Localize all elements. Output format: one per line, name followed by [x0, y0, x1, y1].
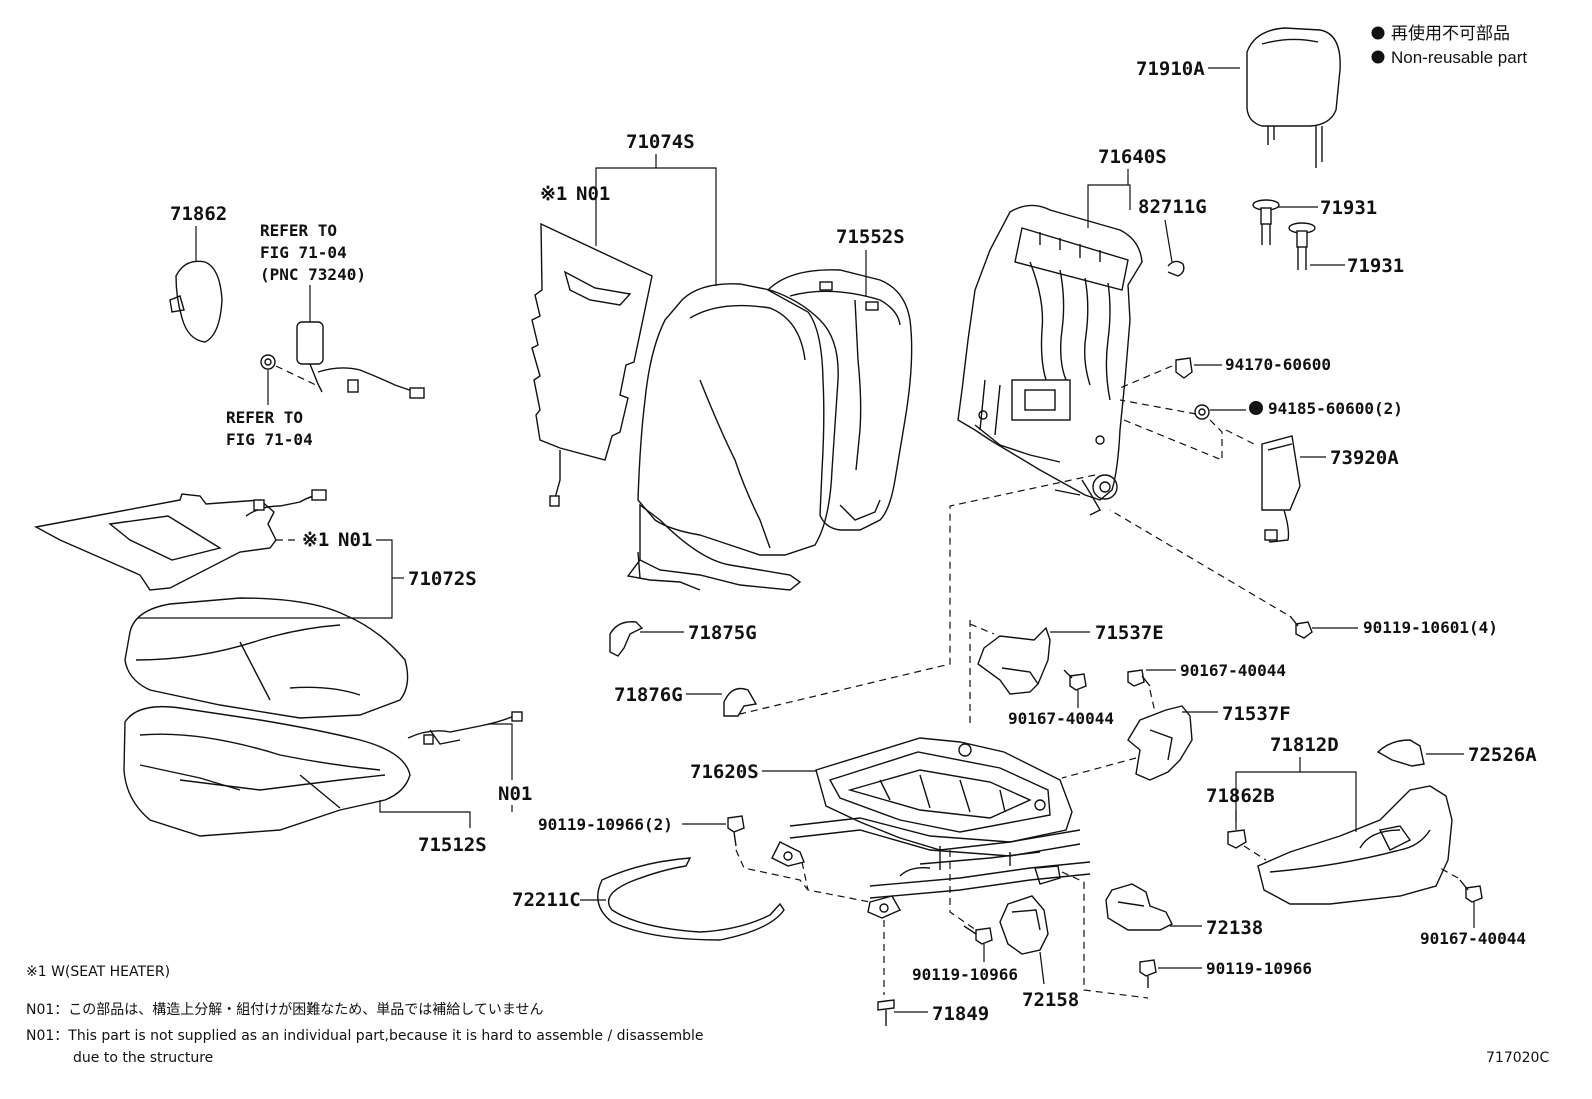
label-72138: 72138 [1206, 917, 1263, 939]
seatback-pad[interactable] [766, 269, 913, 531]
refer-belt-1: REFER TO [260, 221, 337, 240]
label-73920A: 73920A [1330, 447, 1399, 469]
label-71537E: 71537E [1095, 622, 1164, 644]
non-reusable-marker-icon [1371, 50, 1385, 64]
knob-72526A[interactable] [1376, 739, 1425, 767]
label-90167-a: 90167-40044 [1008, 709, 1114, 728]
cover-72158[interactable] [999, 895, 1049, 955]
label-N01-low: N01 [498, 783, 532, 805]
cushion-heater-harness[interactable] [407, 711, 523, 745]
refer-bolt-1: REFER TO [226, 408, 303, 427]
clip-71876G[interactable] [723, 687, 758, 717]
bolt-90119-10966-2[interactable] [727, 815, 745, 847]
clip-71875G[interactable] [609, 621, 644, 657]
label-90119-10966-d: 90119-10966 [1206, 959, 1312, 978]
screw-90167-a[interactable] [1063, 669, 1087, 691]
bolt-71849[interactable] [877, 999, 895, 1026]
label-71812D: 71812D [1270, 734, 1339, 756]
label-71620S: 71620S [690, 761, 759, 783]
bolt-90119-10601[interactable] [1289, 615, 1313, 639]
nut-94170[interactable] [1175, 357, 1193, 379]
label-N01-mid: N01 [338, 529, 372, 551]
figure-id: 717020C [1486, 1050, 1549, 1066]
label-71931-lower: 71931 [1347, 255, 1404, 277]
mark1-mid: ※1 [302, 529, 329, 551]
label-72526A: 72526A [1468, 744, 1537, 766]
non-reusable-marker-icon [1371, 26, 1385, 40]
seat-cushion-pad[interactable] [123, 705, 411, 837]
label-90167-b: 90167-40044 [1180, 661, 1286, 680]
label-94185: 94185-60600(2) [1268, 399, 1403, 418]
side-airbag-module[interactable] [1261, 435, 1301, 543]
legend-jp: 再使用不可部品 [1391, 23, 1510, 43]
footnote-n01-en: N01：This part is not supplied as an indi… [26, 1028, 704, 1044]
label-71849: 71849 [932, 1003, 989, 1025]
bolt-90119-10966-d[interactable] [1139, 959, 1157, 988]
wire-72211C[interactable] [597, 857, 785, 941]
non-reusable-marker-icon [1249, 401, 1263, 415]
label-90119-10966-c: 90119-10966 [912, 965, 1018, 984]
screw-90167-b[interactable] [1127, 669, 1151, 687]
footnote-n01-en2: due to the structure [73, 1050, 213, 1066]
legend-en: Non-reusable part [1391, 48, 1527, 67]
cover-71537F[interactable] [1127, 705, 1193, 781]
refer-belt-3: (PNC 73240) [260, 265, 366, 284]
headrest-support-upper[interactable] [1252, 199, 1280, 245]
label-71552S: 71552S [836, 226, 905, 248]
label-71862: 71862 [170, 203, 227, 225]
label-71931-upper: 71931 [1320, 197, 1377, 219]
label-71072S: 71072S [408, 568, 477, 590]
clip-82711G[interactable] [1167, 260, 1185, 277]
footnote-n01-jp: N01：この部品は、構造上分解・組付けが困難なため、単品では補給していません [26, 1002, 543, 1018]
seat-cushion-cover[interactable] [124, 597, 409, 719]
seatback-cover[interactable] [626, 283, 839, 591]
buckle-bolt[interactable] [260, 354, 276, 370]
seat-belt-buckle[interactable] [296, 321, 425, 399]
label-90119-10966-2: 90119-10966(2) [538, 815, 673, 834]
side-shield-71812D[interactable] [1257, 785, 1453, 905]
label-71910A: 71910A [1136, 58, 1205, 80]
clip-71862B[interactable] [1227, 829, 1247, 849]
label-71862B: 71862B [1206, 785, 1275, 807]
seatback-frame[interactable] [957, 204, 1143, 516]
seatback-heater-mat[interactable] [531, 222, 653, 507]
label-90167-c: 90167-40044 [1420, 929, 1526, 948]
label-72158: 72158 [1022, 989, 1079, 1011]
label-71074S: 71074S [626, 131, 695, 153]
label-90119-10601: 90119-10601(4) [1363, 618, 1498, 637]
nut-94185[interactable] [1194, 404, 1210, 420]
footnote-mark1: ※1 W(SEAT HEATER) [26, 964, 170, 980]
label-71537F: 71537F [1222, 703, 1291, 725]
legend: 再使用不可部品 Non-reusable part [1371, 23, 1527, 67]
label-71640S: 71640S [1098, 146, 1167, 168]
label-82711G: 82711G [1138, 196, 1207, 218]
label-94170: 94170-60600 [1225, 355, 1331, 374]
seat-trim-cover-71862[interactable] [169, 260, 223, 343]
headrest[interactable] [1246, 27, 1341, 168]
cover-72138[interactable] [1105, 883, 1173, 931]
label-71876G: 71876G [614, 684, 683, 706]
label-72211C: 72211C [512, 889, 581, 911]
refer-bolt-2: FIG 71-04 [226, 430, 313, 449]
mark1-top: ※1 [540, 183, 567, 205]
seat-cushion-frame[interactable] [771, 737, 1091, 919]
label-N01-top: N01 [576, 183, 610, 205]
cushion-heater-mat[interactable] [33, 489, 327, 591]
label-71512S: 71512S [418, 834, 487, 856]
cover-71537E[interactable] [977, 626, 1051, 695]
headrest-support-lower[interactable] [1288, 222, 1316, 270]
refer-belt-2: FIG 71-04 [260, 243, 347, 262]
bolt-90119-10966-c[interactable] [963, 925, 993, 945]
label-71875G: 71875G [688, 622, 757, 644]
screw-90167-c[interactable] [1459, 879, 1483, 903]
